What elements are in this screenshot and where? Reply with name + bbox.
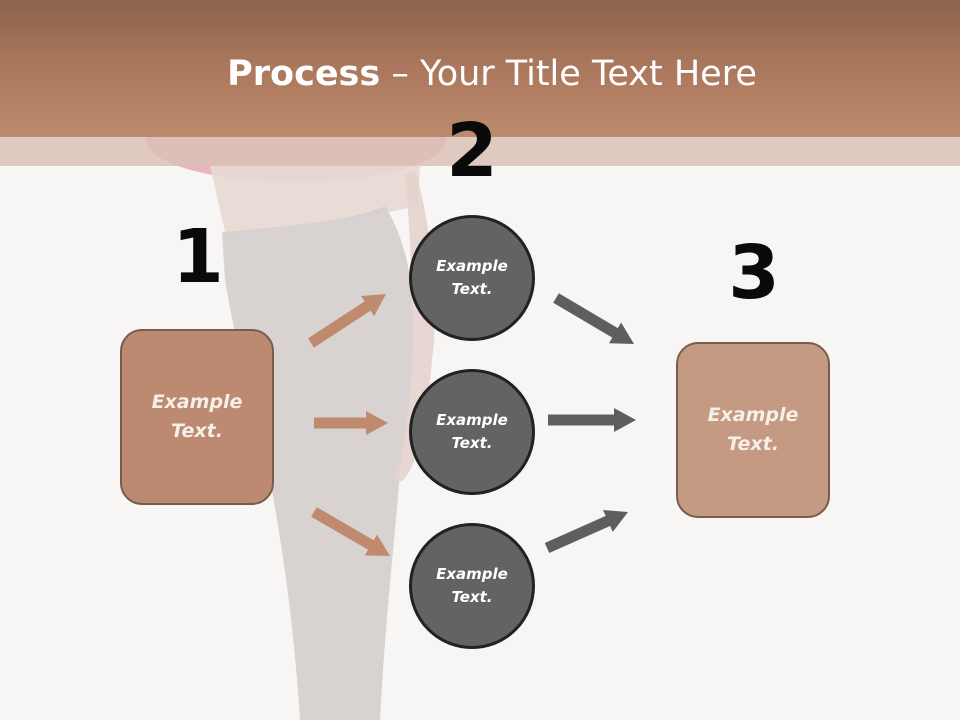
circle-middle-text: Example Text. — [436, 411, 508, 452]
torso — [210, 166, 420, 236]
left-box: Example Text. — [120, 329, 274, 505]
title-rest: – Your Title Text Here — [380, 54, 757, 94]
arrow-top-to-right — [553, 293, 634, 344]
header-bar — [0, 0, 960, 137]
arrow-middle-to-right — [548, 408, 636, 432]
left-box-text: Example Text. — [151, 391, 243, 442]
arrow-left-to-middle — [314, 411, 388, 435]
right-box: Example Text. — [676, 342, 830, 518]
circle-bottom-text: Example Text. — [436, 565, 508, 606]
slide-title: Process – Your Title Text Here — [0, 52, 960, 96]
step-number-1: 1 — [172, 214, 224, 300]
circle-bottom: Example Text. — [409, 523, 535, 649]
circle-top-text: Example Text. — [436, 257, 508, 298]
title-bold: Process — [227, 54, 381, 94]
circle-middle: Example Text. — [409, 369, 535, 495]
arrow-left-to-top — [308, 294, 386, 348]
arrow-bottom-to-right — [544, 510, 628, 553]
step-number-3: 3 — [728, 230, 780, 316]
circle-top: Example Text. — [409, 215, 535, 341]
leggings — [222, 206, 413, 720]
step-number-2: 2 — [446, 108, 498, 194]
right-box-text: Example Text. — [707, 404, 799, 455]
arrow-left-to-bottom — [311, 507, 390, 556]
header-strip — [0, 137, 960, 166]
